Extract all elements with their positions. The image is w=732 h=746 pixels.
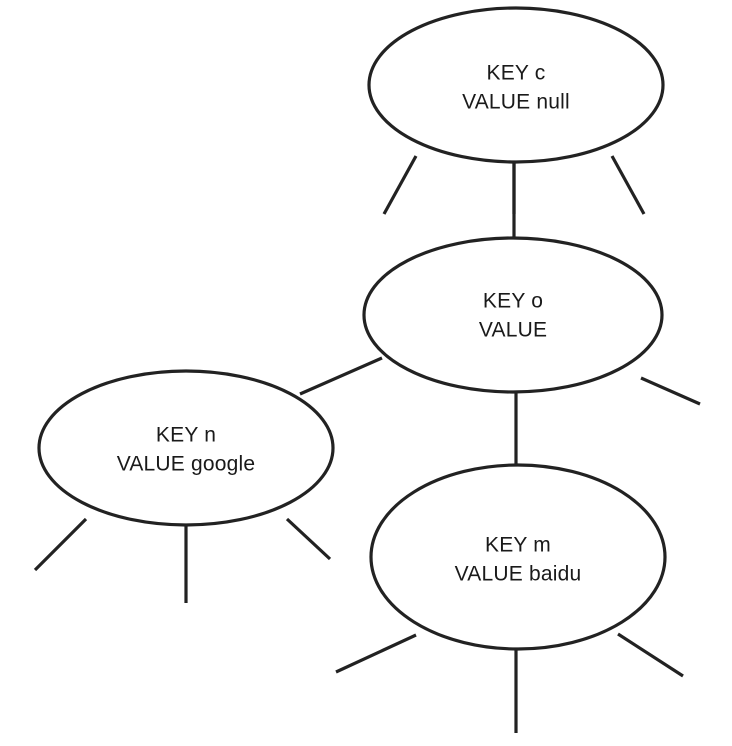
stub-left-node-n (33, 517, 88, 572)
node-key-m[interactable]: KEY m VALUE baidu (335, 463, 684, 733)
node-m-key-label: KEY m (485, 534, 551, 557)
node-o-key-label: KEY o (483, 290, 543, 313)
node-key-c[interactable]: KEY c VALUE null (367, 6, 665, 215)
node-n-key-label: KEY n (156, 424, 216, 447)
stub-right-node-o (640, 376, 701, 406)
node-key-o[interactable]: KEY o VALUE (362, 236, 701, 406)
edge-o-to-n (299, 356, 383, 396)
stub-right-node-c (610, 155, 646, 215)
node-o-value-label: VALUE (479, 319, 547, 342)
node-n-value-label: VALUE google (117, 453, 256, 476)
node-m-value-label: VALUE baidu (455, 563, 582, 586)
node-m-ellipse[interactable] (369, 463, 667, 651)
node-key-n[interactable]: KEY n VALUE google (33, 369, 335, 603)
stub-right-node-m (617, 632, 684, 678)
node-o-ellipse[interactable] (362, 236, 664, 394)
node-c-key-label: KEY c (487, 62, 546, 85)
stub-left-node-c (382, 155, 418, 215)
node-c-ellipse[interactable] (367, 6, 665, 164)
stub-right-node-n (285, 517, 332, 561)
node-n-ellipse[interactable] (37, 369, 335, 527)
stub-left-node-m (335, 633, 417, 674)
node-c-value-label: VALUE null (462, 91, 570, 114)
